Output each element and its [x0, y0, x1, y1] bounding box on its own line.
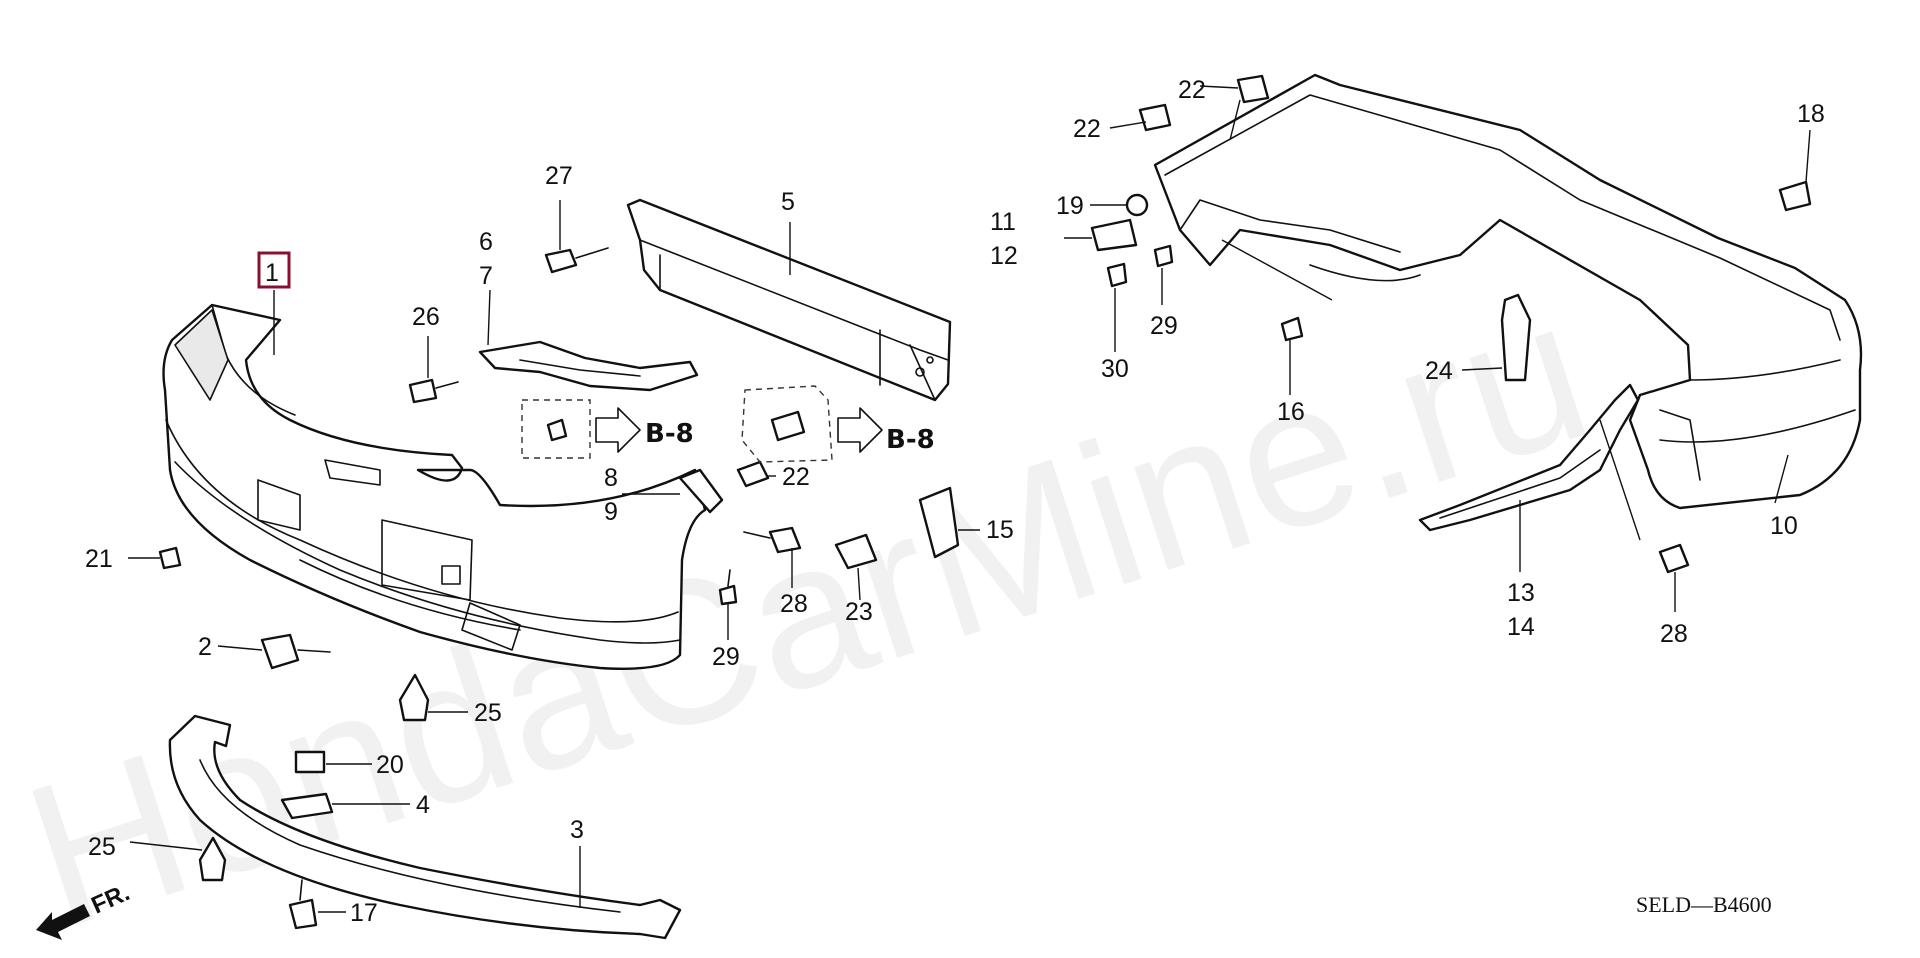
- callout-25[interactable]: 25: [88, 833, 116, 861]
- callout-15[interactable]: 15: [986, 516, 1014, 544]
- callout-1[interactable]: 1: [265, 259, 279, 287]
- leader-lines: [128, 85, 1811, 913]
- callout-2[interactable]: 2: [198, 633, 212, 661]
- rear-bumper-face[interactable]: [1153, 73, 1863, 510]
- callout-3[interactable]: 3: [570, 816, 584, 844]
- callout-24[interactable]: 24: [1425, 357, 1453, 385]
- callout-25[interactable]: 25: [474, 699, 502, 727]
- callout-5[interactable]: 5: [781, 188, 795, 216]
- callout-26[interactable]: 26: [412, 303, 440, 331]
- callout-8[interactable]: 8: [604, 464, 618, 492]
- reference-b8-left[interactable]: B-8: [645, 419, 694, 449]
- callout-22[interactable]: 22: [782, 463, 810, 491]
- callout-29[interactable]: 29: [1150, 312, 1178, 340]
- highlighted-callout-box: [257, 251, 291, 289]
- callout-29[interactable]: 29: [712, 643, 740, 671]
- callout-21[interactable]: 21: [85, 545, 113, 573]
- callout-17[interactable]: 17: [350, 899, 378, 927]
- callout-11[interactable]: 11: [990, 208, 1016, 236]
- callout-28[interactable]: 28: [1660, 620, 1688, 648]
- reference-b8-right[interactable]: B-8: [886, 425, 935, 455]
- callout-18[interactable]: 18: [1797, 100, 1825, 128]
- callout-12[interactable]: 12: [990, 242, 1018, 270]
- callout-22[interactable]: 22: [1073, 115, 1101, 143]
- diagram-code: SELD—B4600: [1636, 892, 1772, 917]
- fastener-clips: [158, 74, 1812, 930]
- front-bumper-beam[interactable]: [626, 198, 952, 402]
- callout-30[interactable]: 30: [1101, 355, 1129, 383]
- front-bracket[interactable]: [478, 340, 699, 392]
- callout-14[interactable]: 14: [1507, 613, 1535, 641]
- callout-19[interactable]: 19: [1056, 192, 1084, 220]
- rear-side-bracket[interactable]: [1418, 383, 1640, 532]
- callout-4[interactable]: 4: [416, 791, 430, 819]
- callout-10[interactable]: 10: [1770, 512, 1798, 540]
- front-lower-spoiler[interactable]: [168, 714, 682, 940]
- callout-20[interactable]: 20: [376, 751, 404, 779]
- callout-6[interactable]: 6: [479, 228, 493, 256]
- callout-23[interactable]: 23: [845, 598, 873, 626]
- callout-7[interactable]: 7: [479, 262, 493, 290]
- front-direction-arrow: [36, 904, 90, 940]
- callout-13[interactable]: 13: [1507, 579, 1535, 607]
- reference-box-right: [741, 385, 883, 463]
- front-bumper-face[interactable]: [162, 303, 707, 670]
- callout-16[interactable]: 16: [1277, 398, 1305, 426]
- callout-28[interactable]: 28: [780, 590, 808, 618]
- callout-9[interactable]: 9: [604, 498, 618, 526]
- reference-box-left: [521, 399, 641, 459]
- callout-27[interactable]: 27: [545, 162, 573, 190]
- callout-22[interactable]: 22: [1178, 76, 1206, 104]
